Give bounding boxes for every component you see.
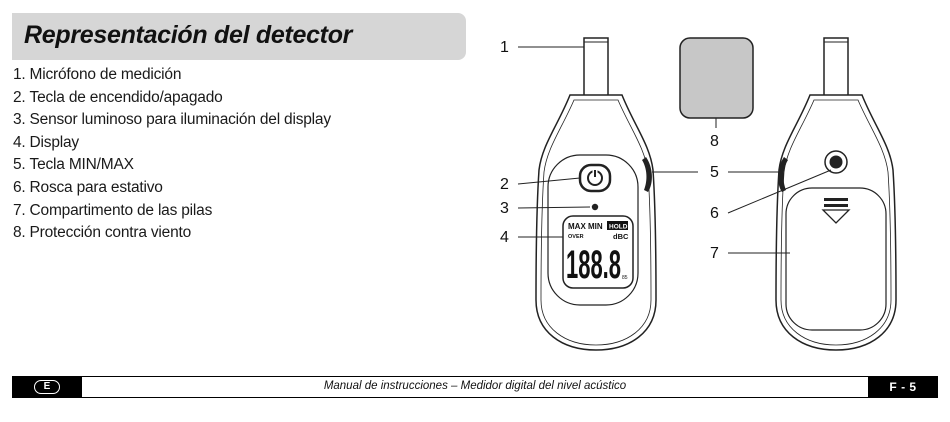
list-item-label: Rosca para estativo [29, 178, 163, 196]
light-sensor [591, 203, 599, 211]
list-item-label: Tecla MIN/MAX [29, 156, 134, 174]
list-item-label: Compartimento de las pilas [29, 201, 213, 219]
back-side-key [778, 157, 788, 192]
callout-8: 8 [710, 133, 719, 150]
lcd-hold: HOLD [609, 224, 628, 231]
minmax-side-key [642, 157, 652, 192]
callout-4: 4 [500, 229, 509, 246]
detector-figure: MAX MIN HOLD OVER dBC 188.8 85 1 2 3 [500, 37, 897, 351]
lcd-unit: dBC [613, 232, 629, 241]
lcd-over: OVER [568, 234, 584, 240]
list-item: 1.Micrófono de medición [13, 64, 331, 87]
list-item: 7.Compartimento de las pilas [13, 200, 331, 223]
list-item-label: Micrófono de medición [29, 66, 182, 83]
back-view [775, 37, 897, 351]
callout-7: 7 [710, 245, 719, 262]
list-item-label: Tecla de encendido/apagado [29, 88, 223, 106]
lcd-small-digits: 85 [622, 275, 628, 281]
list-item-label: Protección contra viento [29, 224, 192, 242]
list-item-number: 3. [13, 111, 26, 129]
language-badge: E [12, 377, 82, 397]
list-item: 8.Protección contra viento [13, 222, 331, 245]
list-item: 2.Tecla de encendido/apagado [13, 87, 331, 110]
list-item-number: 4. [13, 133, 26, 151]
microphone-tube [583, 37, 609, 101]
callout-3: 3 [500, 200, 509, 217]
lcd-digits: 188.8 [566, 243, 621, 287]
footer-text: Manual de instrucciones – Medidor digita… [323, 380, 627, 392]
callout-2: 2 [500, 176, 509, 193]
page-number: F - 5 [868, 377, 938, 397]
lcd-display [562, 215, 634, 289]
list-item: 3.Sensor luminoso para iluminación del d… [13, 109, 331, 132]
list-item-number: 8. [13, 224, 26, 242]
list-item-label: Display [29, 133, 80, 151]
battery-compartment [785, 187, 887, 331]
title-bar: Representación del detector [12, 13, 466, 60]
list-item: 5.Tecla MIN/MAX [13, 154, 331, 177]
list-item-number: 1. [13, 66, 26, 83]
list-item-number: 2. [13, 88, 26, 106]
list-item-label: Sensor luminoso para iluminación del dis… [29, 111, 332, 129]
callout-5: 5 [710, 164, 719, 181]
callout-1: 1 [500, 39, 509, 56]
language-code: E [34, 380, 60, 394]
lcd-max: MAX [568, 222, 586, 231]
list-item: 4.Display [13, 132, 331, 155]
list-item-number: 7. [13, 201, 26, 219]
back-microphone-tube [823, 37, 849, 101]
power-icon [587, 169, 603, 186]
list-item: 6.Rosca para estativo [13, 177, 331, 200]
front-view: MAX MIN HOLD OVER dBC 188.8 85 [535, 37, 657, 351]
parts-list: 1.Micrófono de medición 2.Tecla de encen… [13, 64, 331, 245]
footer-bar: E Manual de instrucciones – Medidor digi… [12, 376, 938, 398]
battery-latch-icon [821, 198, 851, 224]
list-item-number: 6. [13, 178, 26, 196]
list-item-number: 5. [13, 156, 26, 174]
page-title: Representación del detector [24, 21, 353, 49]
callout-6: 6 [710, 205, 719, 222]
lcd-min: MIN [588, 222, 603, 231]
wind-protection [679, 37, 754, 119]
